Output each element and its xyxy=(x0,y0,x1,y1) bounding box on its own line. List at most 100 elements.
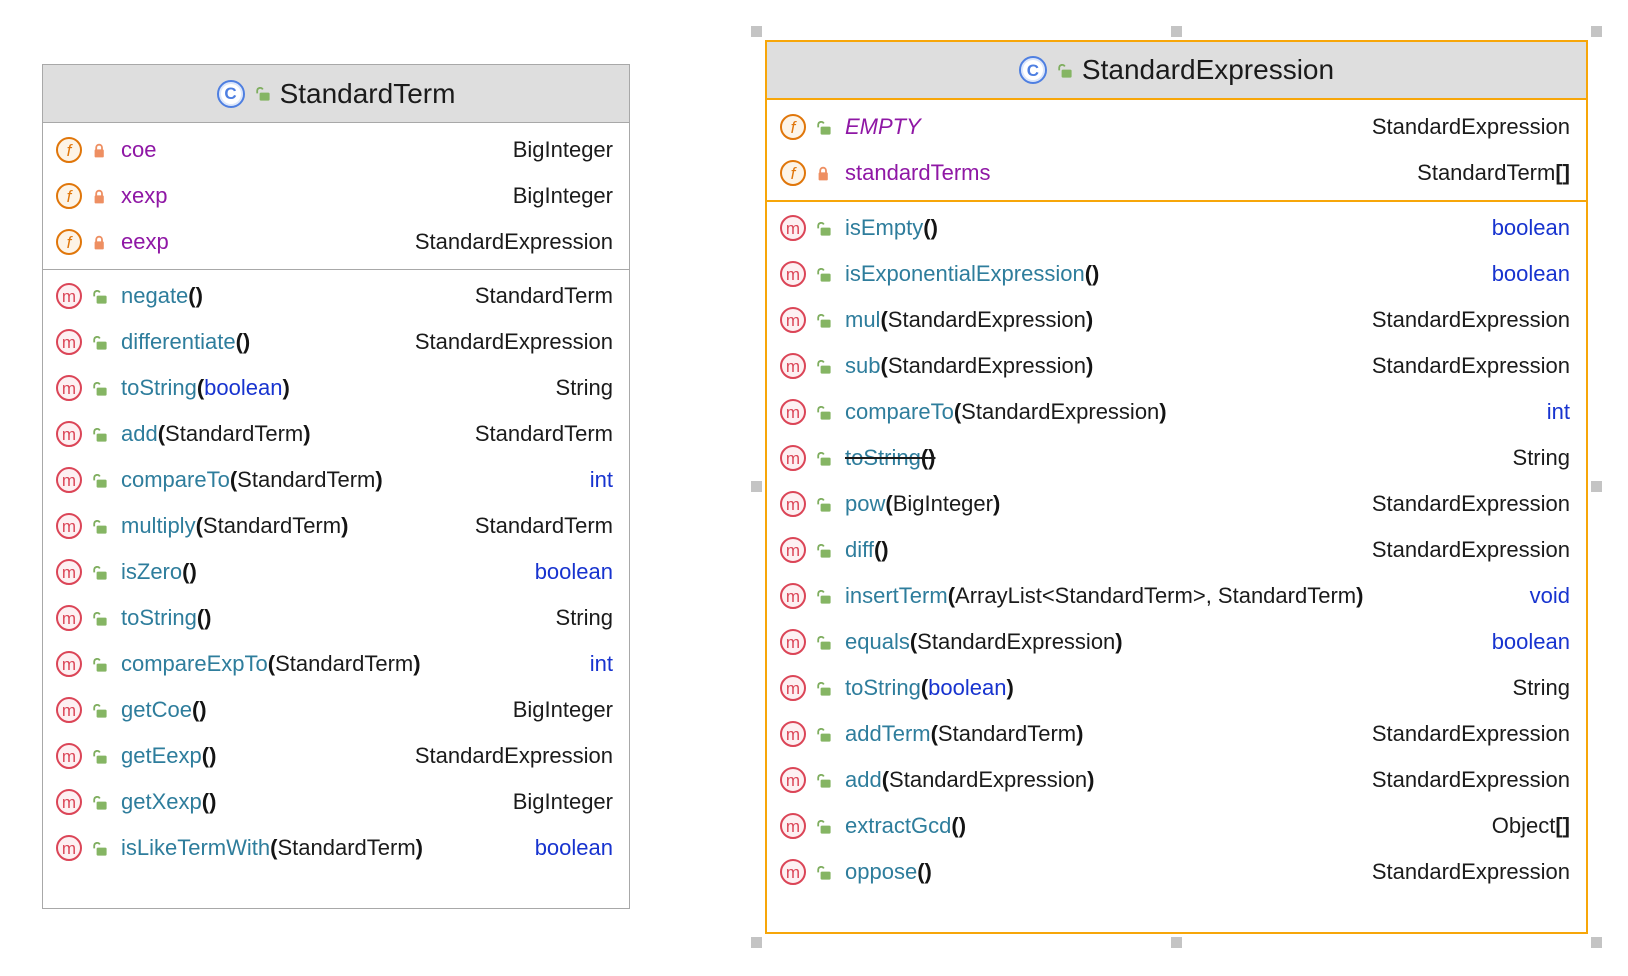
method-icon: m xyxy=(780,537,806,563)
lock-open-icon xyxy=(91,426,108,443)
lock-open-icon xyxy=(91,288,108,305)
selection-handle-tr[interactable] xyxy=(1591,26,1602,37)
member-type: StandardExpression xyxy=(1371,307,1570,332)
member-type: StandardExpression xyxy=(1371,767,1570,792)
member-name: compareExpTo xyxy=(121,651,268,676)
member-type: BigInteger xyxy=(512,697,613,722)
member-type: boolean xyxy=(534,835,613,860)
lock-open-icon xyxy=(815,772,832,789)
selection-handle-mr[interactable] xyxy=(1591,481,1602,492)
member-name: getCoe xyxy=(121,697,192,722)
lock-open-icon xyxy=(91,472,108,489)
selection-handle-br[interactable] xyxy=(1591,937,1602,948)
method-icon: m xyxy=(780,767,806,793)
member-type: int xyxy=(1546,399,1570,424)
lock-open-icon xyxy=(91,702,108,719)
class-header: C StandardTerm xyxy=(43,65,629,123)
member-name: EMPTY xyxy=(845,114,921,139)
member-name: addTerm xyxy=(845,721,931,746)
member-name: insertTerm xyxy=(845,583,948,608)
method-icon: m xyxy=(56,651,82,677)
member-name: eexp xyxy=(121,229,169,254)
lock-open-icon xyxy=(91,334,108,351)
field-icon: f xyxy=(56,137,82,163)
member-type: boolean xyxy=(1491,629,1570,654)
method-icon: m xyxy=(56,329,82,355)
selection-handle-tc[interactable] xyxy=(1170,26,1182,37)
method-icon: m xyxy=(780,629,806,655)
lock-open-icon xyxy=(815,266,832,283)
member-name: add xyxy=(845,767,882,792)
class-title: StandardTerm xyxy=(279,77,456,109)
member-type: int xyxy=(589,467,613,492)
selection-handle-ml[interactable] xyxy=(751,481,762,492)
field-icon: f xyxy=(56,183,82,209)
lock-closed-icon xyxy=(91,188,108,205)
member-type: StandardExpression xyxy=(414,229,613,254)
lock-open-icon xyxy=(815,542,832,559)
member-name: isLikeTermWith xyxy=(121,835,271,860)
method-icon: m xyxy=(780,307,806,333)
member-name: toString xyxy=(121,605,197,630)
method-icon: m xyxy=(780,675,806,701)
field-row[interactable]: f eexp StandardExpression xyxy=(43,219,629,265)
member-type: String xyxy=(555,375,613,400)
selection-handle-tl[interactable] xyxy=(751,26,762,37)
class-icon: C xyxy=(216,79,245,108)
member-name: isEmpty xyxy=(845,215,924,240)
method-icon: m xyxy=(780,261,806,287)
field-icon: f xyxy=(56,229,82,255)
selection-handle-bc[interactable] xyxy=(1170,937,1182,948)
selection-handle-bl[interactable] xyxy=(751,937,762,948)
member-type: boolean xyxy=(1491,261,1570,286)
lock-open-icon xyxy=(91,564,108,581)
lock-open-icon xyxy=(91,748,108,765)
lock-open-icon xyxy=(91,656,108,673)
member-type: Object[] xyxy=(1491,813,1570,838)
member-name: isExponentialExpression xyxy=(845,261,1085,286)
member-name: add xyxy=(121,421,158,446)
member-name: equals xyxy=(845,629,910,654)
member-name: compareTo xyxy=(121,467,230,492)
lock-open-icon xyxy=(815,864,832,881)
method-icon: m xyxy=(56,467,82,493)
class-icon: C xyxy=(1018,56,1047,84)
member-name: pow xyxy=(845,491,886,516)
